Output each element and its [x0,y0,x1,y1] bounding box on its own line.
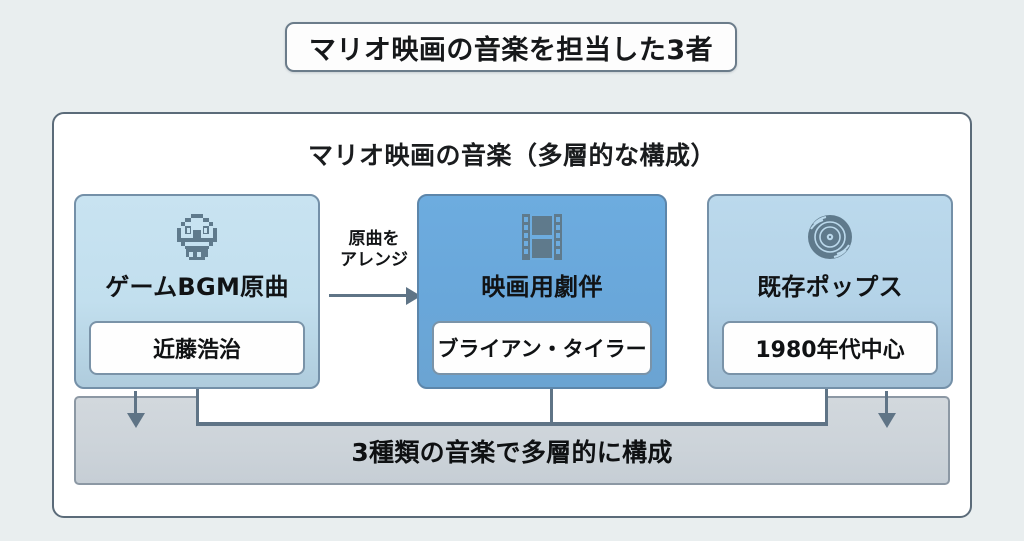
down-arrow-left-shaft [134,391,137,415]
card-value: ブライアン・タイラー [437,337,647,361]
card-heading: 映画用劇伴 [481,273,603,301]
card-value-box: 1980年代中心 [722,321,938,375]
arrow-shaft [329,294,407,297]
card-heading: 既存ポップス [757,273,903,301]
mushroom-icon [171,210,223,264]
arrow-label-line2: アレンジ [340,249,408,270]
page-title-box: マリオ映画の音楽を担当した3者 [285,22,737,72]
connector-bracket [196,396,828,426]
card-value-box: ブライアン・タイラー [432,321,652,375]
card-heading: ゲームBGM原曲 [105,273,289,301]
diagram-subtitle: マリオ映画の音楽（多層的な構成） [307,141,716,170]
card-game-bgm[interactable]: ゲームBGM原曲 近藤浩治 [74,194,320,389]
film-strip-icon [520,210,564,264]
summary-text: 3種類の音楽で多層的に構成 [351,438,673,467]
connector-line-horizontal [196,422,828,425]
page-title: マリオ映画の音楽を担当した3者 [308,34,714,66]
card-value-box: 近藤浩治 [89,321,305,375]
card-existing-pops[interactable]: 既存ポップス 1980年代中心 [707,194,953,389]
down-arrow-right-shaft [885,391,888,415]
arrow-label-line1: 原曲を [348,229,400,249]
arrow-label: 原曲を アレンジ [330,229,418,270]
connector-line-card3 [825,389,828,425]
card-value: 1980年代中心 [755,338,905,363]
vinyl-record-icon [804,210,856,264]
down-arrow-right-icon [878,413,896,428]
down-arrow-left-icon [127,413,145,428]
connector-line-card1 [196,389,199,422]
card-value: 近藤浩治 [152,338,241,363]
card-film-score[interactable]: 映画用劇伴 ブライアン・タイラー [417,194,667,389]
diagram-frame: マリオ映画の音楽（多層的な構成） [52,112,972,518]
connector-line-card2 [550,389,553,425]
